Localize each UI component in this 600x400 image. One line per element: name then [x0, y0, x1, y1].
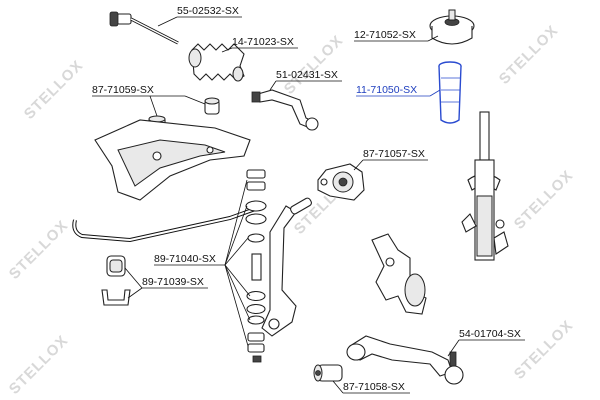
lower-arm-part [261, 197, 312, 337]
part-label-14-71023[interactable]: 14-71023-SX [232, 36, 294, 48]
tie-rod-part[interactable] [109, 11, 179, 45]
strut-part [461, 111, 509, 261]
stabilizer-link-kit-part[interactable] [245, 169, 267, 363]
leader-lines [92, 16, 525, 394]
part-label-87-71058[interactable]: 87-71058-SX [343, 381, 405, 393]
part-label-87-71059[interactable]: 87-71059-SX [92, 84, 154, 96]
subframe-part [94, 119, 251, 201]
part-label-89-71040[interactable]: 89-71040-SX [154, 253, 216, 265]
link-arm-part[interactable] [251, 89, 319, 131]
part-label-89-71039[interactable]: 89-71039-SX [142, 276, 204, 288]
part-label-12-71052[interactable]: 12-71052-SX [354, 29, 416, 41]
part-label-87-71057[interactable]: 87-71057-SX [363, 148, 425, 160]
watermark-text: STELLOX [511, 167, 577, 233]
part-label-11-71050[interactable]: 11-71050-SX [356, 84, 417, 96]
watermark-text: STELLOX [6, 332, 72, 398]
watermark-text: STELLOX [21, 57, 87, 123]
part-labels: 55-02532-SX 14-71023-SX 12-71052-SX 51-0… [92, 5, 521, 393]
watermark-text: STELLOX [496, 22, 562, 88]
part-label-51-02431[interactable]: 51-02431-SX [276, 69, 338, 81]
stabilizer-bushing-part[interactable] [101, 255, 131, 306]
rear-bushing-part[interactable] [313, 364, 343, 382]
watermark-text: STELLOX [511, 317, 577, 383]
stabilizer-bar-part [72, 206, 259, 243]
steering-boot-part[interactable] [188, 43, 245, 82]
arm-bushing-part[interactable] [317, 163, 365, 201]
strut-mount-part[interactable] [429, 9, 475, 45]
control-arm-part[interactable] [346, 335, 464, 385]
part-label-55-02532[interactable]: 55-02532-SX [177, 5, 239, 17]
steering-knuckle-part [371, 233, 427, 315]
watermark-text: STELLOX [6, 217, 72, 283]
part-label-54-01704[interactable]: 54-01704-SX [459, 328, 521, 340]
dust-boot-part[interactable] [438, 61, 462, 124]
